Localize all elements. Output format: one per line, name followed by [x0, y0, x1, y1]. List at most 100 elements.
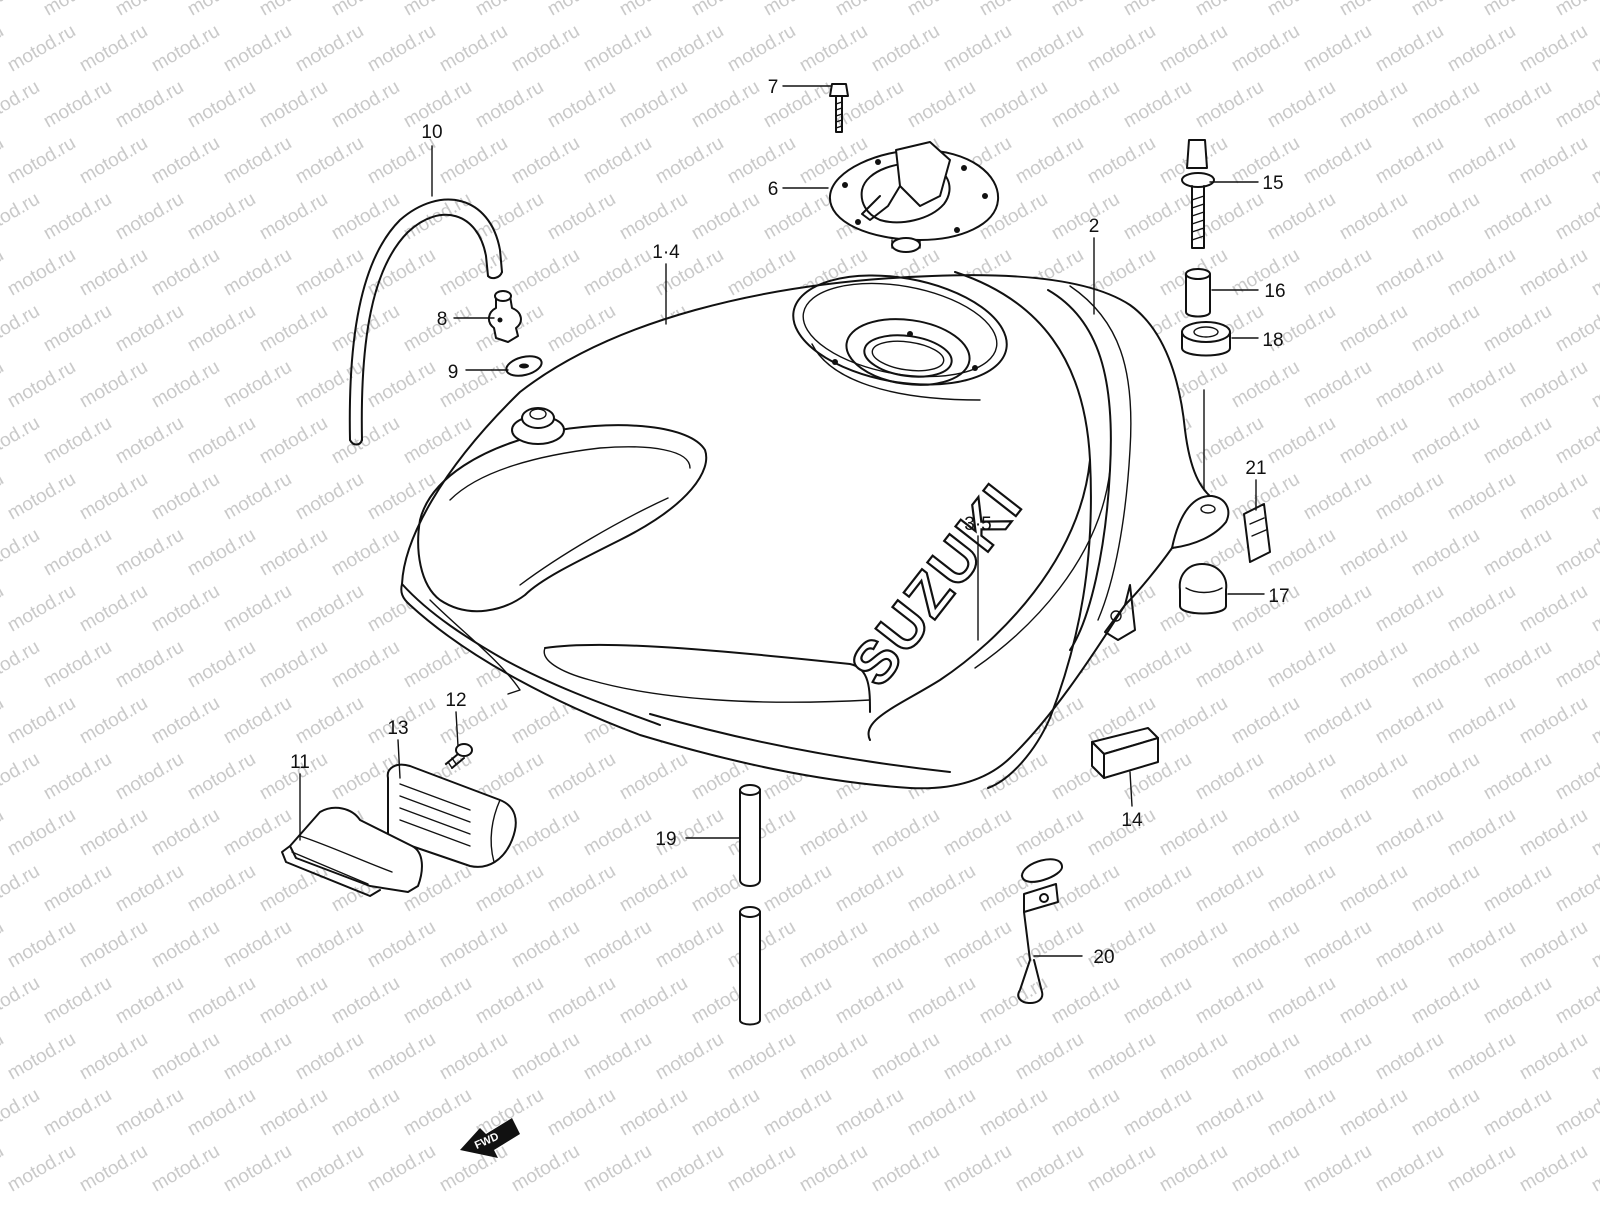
watermark-text: motod.ru — [1336, 861, 1411, 917]
watermark-text: motod.ru — [256, 1085, 331, 1141]
watermark-text: motod.ru — [148, 581, 223, 637]
watermark-text: motod.ru — [472, 861, 547, 917]
watermark-text: motod.ru — [508, 1141, 583, 1197]
watermark-text: motod.ru — [1228, 693, 1303, 749]
forward-direction-arrow: FWD — [460, 1118, 520, 1158]
watermark-text: motod.ru — [1408, 749, 1483, 805]
watermark-text: motod.ru — [1552, 1085, 1600, 1141]
watermark-text: motod.ru — [220, 469, 295, 525]
watermark-text: motod.ru — [256, 1197, 331, 1200]
watermark-text: motod.ru — [724, 917, 799, 973]
fuel-tank-drawing: SUZUKI — [400, 271, 1230, 790]
watermark-text: motod.ru — [1120, 1085, 1195, 1141]
watermark-text: motod.ru — [1192, 861, 1267, 917]
breather-hose-drawing — [348, 198, 503, 446]
watermark-text: motod.ru — [472, 189, 547, 245]
watermark-text: motod.ru — [904, 0, 979, 20]
watermark-text: motod.ru — [724, 805, 799, 861]
watermark-text: motod.ru — [1408, 861, 1483, 917]
watermark-text: motod.ru — [1444, 245, 1519, 301]
watermark-text: motod.ru — [724, 21, 799, 77]
watermark-text: motod.ru — [148, 469, 223, 525]
watermark-text: motod.ru — [1372, 917, 1447, 973]
watermark-text: motod.ru — [148, 133, 223, 189]
watermark-text: motod.ru — [1336, 749, 1411, 805]
part-number-labels: 10 7 6 8 9 1·4 2 15 16 18 21 3·5 17 12 1… — [290, 77, 1289, 968]
watermark-text: motod.ru — [4, 133, 79, 189]
watermark-text: motod.ru — [868, 1141, 943, 1197]
part-label-14: 14 — [1121, 810, 1143, 831]
watermark-text: motod.ru — [1408, 637, 1483, 693]
watermark-text: motod.ru — [1408, 189, 1483, 245]
cap-bolt-drawing — [829, 83, 849, 133]
watermark-text: motod.ru — [1300, 1029, 1375, 1085]
watermark-text: motod.ru — [0, 525, 43, 581]
watermark-text: motod.ru — [1444, 357, 1519, 413]
watermark-text: motod.ru — [328, 525, 403, 581]
watermark-text: motod.ru — [1588, 917, 1600, 973]
watermark-text: motod.ru — [1480, 525, 1555, 581]
watermark-text: motod.ru — [328, 637, 403, 693]
watermark-text: motod.ru — [1300, 917, 1375, 973]
watermark-text: motod.ru — [616, 189, 691, 245]
foam-pad-drawing — [1091, 727, 1159, 779]
watermark-text: motod.ru — [1480, 189, 1555, 245]
watermark-text: motod.ru — [220, 133, 295, 189]
watermark-text: motod.ru — [1480, 749, 1555, 805]
watermark-text: motod.ru — [1516, 1141, 1591, 1197]
watermark-text: motod.ru — [1516, 693, 1591, 749]
watermark-text: motod.ru — [1336, 0, 1411, 20]
watermark-text: motod.ru — [1084, 1141, 1159, 1197]
watermark-text: motod.ru — [220, 805, 295, 861]
watermark-text: motod.ru — [292, 581, 367, 637]
watermark-text: motod.ru — [1228, 1141, 1303, 1197]
watermark-text: motod.ru — [40, 637, 115, 693]
watermark-text: motod.ru — [1228, 357, 1303, 413]
watermark-text: motod.ru — [112, 637, 187, 693]
watermark-text: motod.ru — [112, 189, 187, 245]
watermark-text: motod.ru — [1264, 0, 1339, 20]
watermark-text: motod.ru — [1516, 245, 1591, 301]
watermark-text: motod.ru — [76, 805, 151, 861]
watermark-text: motod.ru — [760, 0, 835, 20]
watermark-text: motod.ru — [544, 1085, 619, 1141]
watermark-text: motod.ru — [76, 21, 151, 77]
watermark-text: motod.ru — [1120, 0, 1195, 20]
watermark-text: motod.ru — [364, 357, 439, 413]
watermark-text: motod.ru — [652, 917, 727, 973]
watermark-text: motod.ru — [1192, 1197, 1267, 1200]
watermark-text: motod.ru — [76, 469, 151, 525]
watermark-text: motod.ru — [148, 693, 223, 749]
watermark-text: motod.ru — [1012, 805, 1087, 861]
watermark-text: motod.ru — [1480, 861, 1555, 917]
part-label-16: 16 — [1264, 281, 1285, 302]
watermark-text: motod.ru — [904, 973, 979, 1029]
watermark-text: motod.ru — [688, 1197, 763, 1200]
watermark-text: motod.ru — [652, 133, 727, 189]
watermark-text: motod.ru — [292, 245, 367, 301]
watermark-text: motod.ru — [1264, 189, 1339, 245]
watermark-text: motod.ru — [1120, 861, 1195, 917]
watermark-text: motod.ru — [1228, 581, 1303, 637]
watermark-text: motod.ru — [1048, 0, 1123, 20]
watermark-text: motod.ru — [112, 301, 187, 357]
watermark-text: motod.ru — [220, 581, 295, 637]
watermark-text: motod.ru — [400, 1085, 475, 1141]
watermark-text: motod.ru — [328, 189, 403, 245]
hose-clamp-drawing — [1017, 858, 1063, 1005]
fitting-drawing — [488, 290, 522, 343]
leader-lines — [299, 85, 1265, 957]
watermark-text: motod.ru — [1012, 133, 1087, 189]
watermark-text: motod.ru — [1480, 301, 1555, 357]
watermark-text: motod.ru — [292, 133, 367, 189]
watermark-text: motod.ru — [436, 21, 511, 77]
watermark-text: motod.ru — [544, 1197, 619, 1200]
watermark-text: motod.ru — [652, 1029, 727, 1085]
watermark-text: motod.ru — [616, 973, 691, 1029]
watermark-text: motod.ru — [1012, 21, 1087, 77]
watermark-text: motod.ru — [1336, 189, 1411, 245]
watermark-text: motod.ru — [0, 301, 43, 357]
fuel-cap-drawing — [828, 141, 1000, 253]
watermark-text: motod.ru — [40, 973, 115, 1029]
watermark-text: motod.ru — [4, 917, 79, 973]
